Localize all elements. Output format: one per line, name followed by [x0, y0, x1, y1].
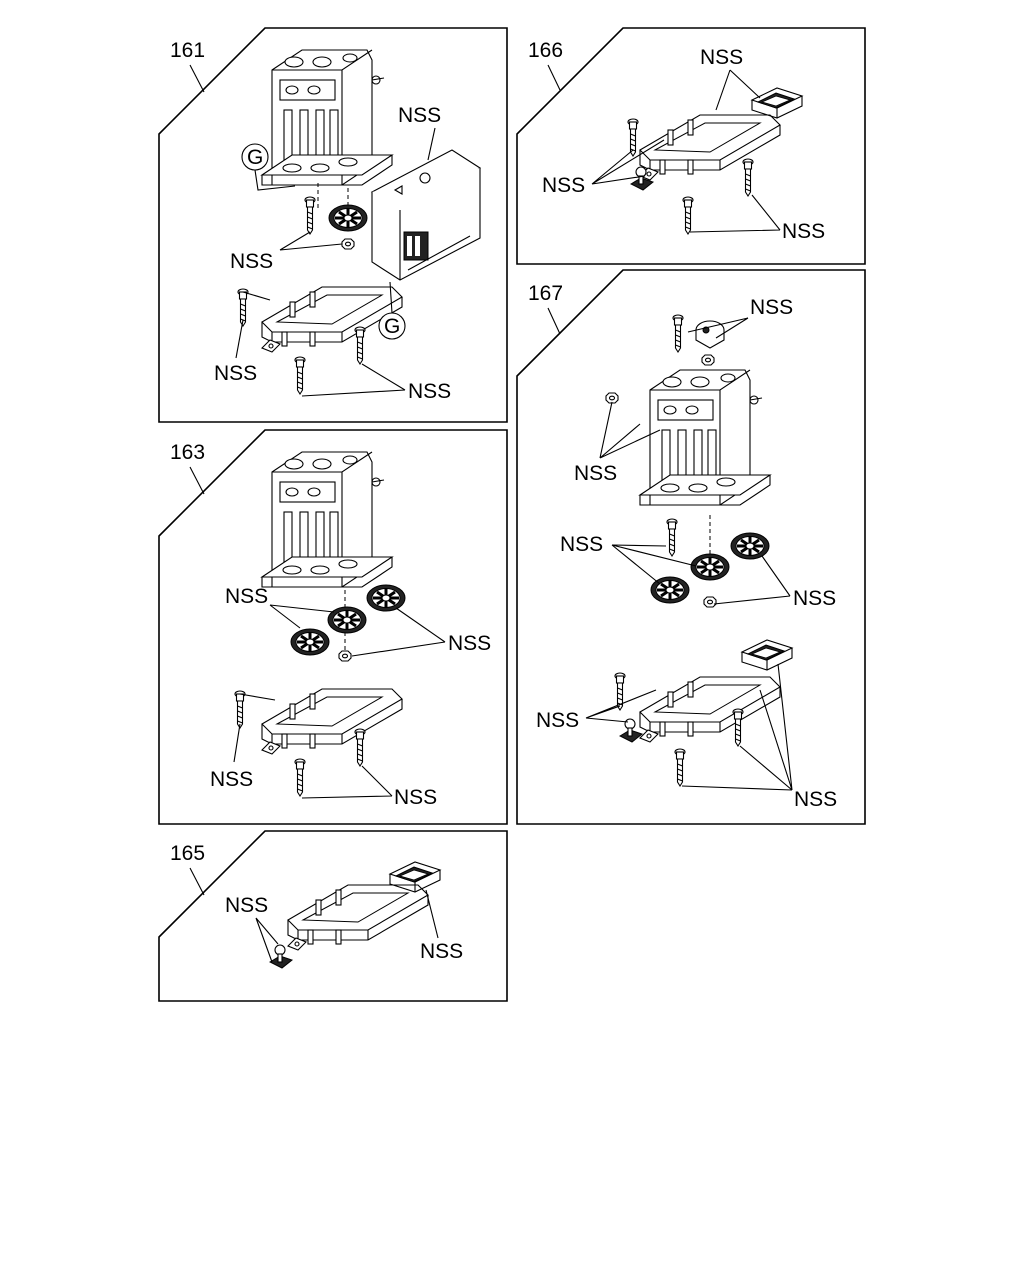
panel-number: 166: [528, 39, 563, 62]
panel-166: 166 NSS NSS NSS: [516, 27, 866, 265]
panel-number: 165: [170, 842, 205, 865]
panel-number: 167: [528, 282, 563, 305]
nss-label: NSS: [542, 174, 585, 197]
svg-text:G: G: [247, 146, 263, 169]
nss-label: NSS: [398, 104, 441, 127]
bracket: [639, 676, 781, 743]
bracket: [639, 114, 781, 181]
panel-167-frame: [516, 269, 866, 825]
nss-label: NSS: [214, 362, 257, 385]
nss-label: NSS: [394, 786, 437, 809]
nss-label: NSS: [750, 296, 793, 319]
nss-label: NSS: [793, 587, 836, 610]
nss-label: NSS: [782, 220, 825, 243]
panel-161-frame: [158, 27, 508, 423]
nss-label: NSS: [794, 788, 837, 811]
panel-163-frame: [158, 429, 508, 825]
callout-g-1: G: [241, 143, 296, 191]
panel-166-frame: [516, 27, 866, 265]
panel-167: 167 NSS NSS NSS NSS NSS NSS: [516, 269, 866, 825]
panel-165: 165 NSS NSS: [158, 830, 508, 1002]
panel-161: 161 G G: [158, 27, 508, 423]
panel-number: 163: [170, 441, 205, 464]
nss-label: NSS: [448, 632, 491, 655]
nss-label: NSS: [700, 46, 743, 69]
panel-165-frame: [158, 830, 508, 1002]
bracket: [261, 688, 403, 755]
valve-body: [261, 451, 393, 588]
connector: [751, 87, 803, 119]
bracket: [287, 884, 429, 951]
panel-163: 163 NSS NSS NSS NSS: [158, 429, 508, 825]
valve-body: [639, 369, 771, 506]
nss-label: NSS: [420, 940, 463, 963]
valve-body: [261, 49, 393, 186]
nss-label: NSS: [408, 380, 451, 403]
nss-label: NSS: [560, 533, 603, 556]
connector: [741, 639, 793, 671]
nss-label: NSS: [225, 585, 268, 608]
panel-number: 161: [170, 39, 205, 62]
nss-label: NSS: [536, 709, 579, 732]
nss-label: NSS: [230, 250, 273, 273]
callout-g-2: G: [378, 281, 406, 340]
control-module: [370, 149, 482, 281]
nss-label: NSS: [225, 894, 268, 917]
svg-text:G: G: [384, 315, 400, 338]
nss-label: NSS: [210, 768, 253, 791]
nss-label: NSS: [574, 462, 617, 485]
